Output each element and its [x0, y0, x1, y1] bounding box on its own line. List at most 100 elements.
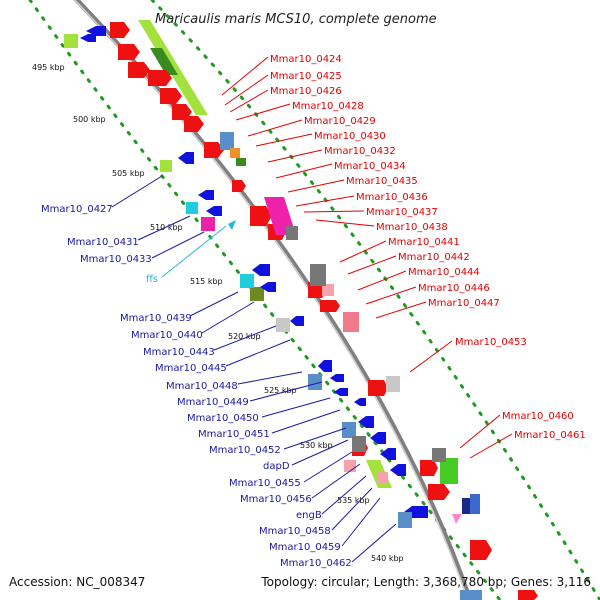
rev-arrow — [330, 374, 344, 382]
gray-block-a — [310, 264, 326, 286]
tick-labels: 495 kbp 500 kbp 505 kbp 510 kbp 515 kbp … — [32, 63, 404, 563]
fwd-arrow — [368, 380, 388, 396]
reverse-genes — [80, 26, 428, 518]
rev-arrow — [86, 26, 106, 36]
fwd-arrow — [420, 460, 438, 476]
green-block-a — [64, 34, 78, 48]
gene-label: Mmar10_0424 — [270, 54, 342, 65]
rev-arrow — [260, 282, 276, 292]
tick-label: 530 kbp — [300, 441, 333, 450]
fwd-arrow — [118, 44, 140, 60]
green-block-c — [250, 287, 264, 301]
gene-label: Mmar10_0434 — [334, 161, 406, 172]
leader-line — [351, 523, 397, 563]
fwd-arrow — [470, 540, 492, 560]
leader-line — [237, 371, 303, 385]
orange-block — [230, 148, 240, 158]
fwd-arrow — [428, 484, 450, 500]
fwd-arrow — [320, 300, 340, 312]
gene-label: Mmar10_0440 — [131, 330, 203, 341]
fwd-arrow — [250, 206, 272, 226]
leader-line — [201, 301, 255, 334]
gene-label: Mmar10_0425 — [270, 71, 342, 82]
gene-label: Mmar10_0429 — [304, 116, 376, 127]
tick-rings — [28, 0, 600, 600]
rev-arrow — [358, 416, 374, 428]
leader-line — [271, 409, 341, 434]
gene-features — [64, 20, 538, 600]
accession-text: Accession: NC_008347 — [9, 575, 145, 589]
rev-arrow — [198, 190, 214, 200]
cyan-tri — [228, 220, 236, 230]
gene-label: Mmar10_0462 — [280, 558, 352, 569]
leader-line — [287, 179, 345, 193]
rev-arrow — [206, 206, 222, 216]
gene-label: Mmar10_0442 — [398, 252, 470, 263]
leader-line — [213, 325, 277, 351]
gene-label: Mmar10_0426 — [270, 86, 342, 97]
gene-label: Mmar10_0444 — [408, 267, 480, 278]
gene-label: Mmar10_0455 — [229, 478, 301, 489]
gene-label: Mmar10_0447 — [428, 298, 500, 309]
gene-label: Mmar10_0435 — [346, 176, 418, 187]
gene-label: Mmar10_0431 — [67, 237, 139, 248]
fwd-arrow — [128, 62, 150, 78]
leader-line — [225, 339, 291, 367]
gene-label: Mmar10_0460 — [502, 411, 574, 422]
tick-label: 535 kbp — [337, 496, 370, 505]
gene-label: Mmar10_0432 — [324, 146, 396, 157]
blue-block — [470, 494, 480, 514]
pink-tri — [452, 514, 462, 524]
tick-label: 505 kbp — [112, 169, 145, 178]
gene-label: Mmar10_0438 — [376, 222, 448, 233]
leader-line — [291, 439, 349, 466]
right-labels: Mmar10_0424 Mmar10_0425 Mmar10_0426 Mmar… — [270, 54, 586, 441]
cyan-block-a — [186, 202, 198, 214]
leader-line — [365, 286, 417, 305]
steelblue-block-c — [342, 422, 356, 438]
fwd-arrow — [184, 116, 204, 132]
leader-line — [375, 301, 427, 319]
leader-line — [255, 133, 313, 147]
fwd-arrow — [160, 88, 182, 104]
leader-line — [459, 414, 501, 449]
gene-label: Mmar10_0439 — [120, 313, 192, 324]
gray-block-c — [352, 436, 366, 452]
leader-line — [331, 487, 373, 531]
tick-label: 495 kbp — [32, 63, 65, 72]
fwd-arrow — [110, 22, 130, 38]
leader-line — [321, 475, 367, 515]
forward-genes — [110, 22, 538, 600]
genome-title: Maricaulis maris MCS10, complete genome — [155, 12, 437, 27]
gene-label: ffs — [146, 274, 158, 285]
leader-line — [315, 219, 375, 227]
leader-line — [347, 255, 397, 275]
gray-block-e — [344, 460, 356, 472]
rev-arrow — [354, 398, 366, 406]
leader-line — [224, 74, 269, 106]
gene-label: engB — [296, 510, 322, 521]
tick-label: 525 kbp — [264, 386, 297, 395]
leader-line — [283, 427, 347, 450]
darkgreen-block — [236, 158, 246, 166]
green-block-b — [160, 160, 172, 172]
gray-block-b — [286, 226, 298, 240]
leader-line — [189, 291, 239, 317]
gene-label: Mmar10_0430 — [314, 131, 386, 142]
outer-dotted-ring — [28, 0, 502, 600]
gene-label: Mmar10_0456 — [240, 494, 312, 505]
gene-label: dapD — [263, 461, 290, 472]
fwd-arrow — [204, 142, 224, 158]
fwd-arrow — [518, 590, 538, 600]
green-block-d — [440, 458, 458, 484]
gene-label: Mmar10_0452 — [209, 445, 281, 456]
steelblue-block-d — [398, 512, 412, 528]
steelblue-block-b — [308, 374, 322, 390]
leader-line — [249, 381, 323, 402]
gene-label: Mmar10_0433 — [80, 254, 152, 265]
leader-line — [137, 215, 191, 241]
gray-block-d — [432, 448, 446, 462]
gene-label: Mmar10_0446 — [418, 283, 490, 294]
magenta-block — [264, 197, 296, 235]
